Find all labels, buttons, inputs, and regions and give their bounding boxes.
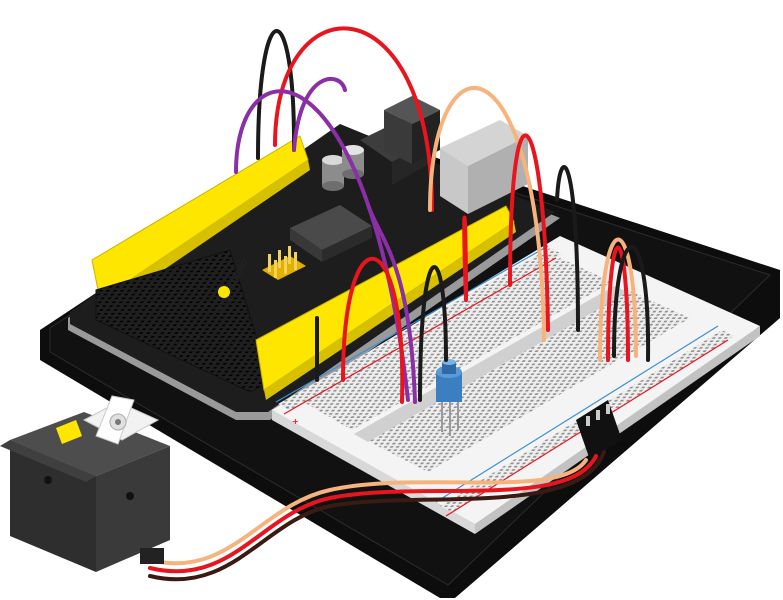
wire-purple-2 <box>292 76 347 152</box>
servo-wire-orange <box>148 458 588 566</box>
icsp-header <box>262 246 306 280</box>
servo-label-sticker <box>56 420 82 444</box>
rail-plus-label: + <box>292 417 299 426</box>
processor-chip <box>290 205 372 250</box>
wire-red-3 <box>462 215 468 302</box>
servo-wire-brown <box>148 450 606 582</box>
dc-power-jack <box>384 96 440 164</box>
servo-motor <box>0 395 170 572</box>
wire-red-2 <box>508 133 550 332</box>
wire-black-2 <box>555 165 580 332</box>
capacitor-1 <box>322 155 344 191</box>
servo-cable <box>148 450 606 582</box>
jumper-wires <box>234 26 651 404</box>
pin-header-rows <box>95 249 271 393</box>
brand-logo-icon <box>218 286 230 298</box>
wire-orange-1 <box>428 86 546 342</box>
servo-wire-red <box>148 454 598 574</box>
wire-black-5 <box>612 245 651 362</box>
wire-red-1 <box>273 26 434 212</box>
rail-minus-label: - <box>286 403 289 412</box>
wire-red-5 <box>606 245 630 362</box>
wire-black-3 <box>418 265 448 402</box>
breadboard-terminal-strip-top <box>300 258 612 430</box>
servo-connector <box>576 400 622 460</box>
wire-orange-2 <box>598 237 638 362</box>
servo-horn <box>82 395 160 445</box>
breadboard: + - <box>272 236 760 534</box>
servo-mount-ear <box>0 440 96 482</box>
wire-purple-3 <box>366 203 417 404</box>
wire-red-4 <box>341 256 405 404</box>
usb-port <box>440 120 528 214</box>
